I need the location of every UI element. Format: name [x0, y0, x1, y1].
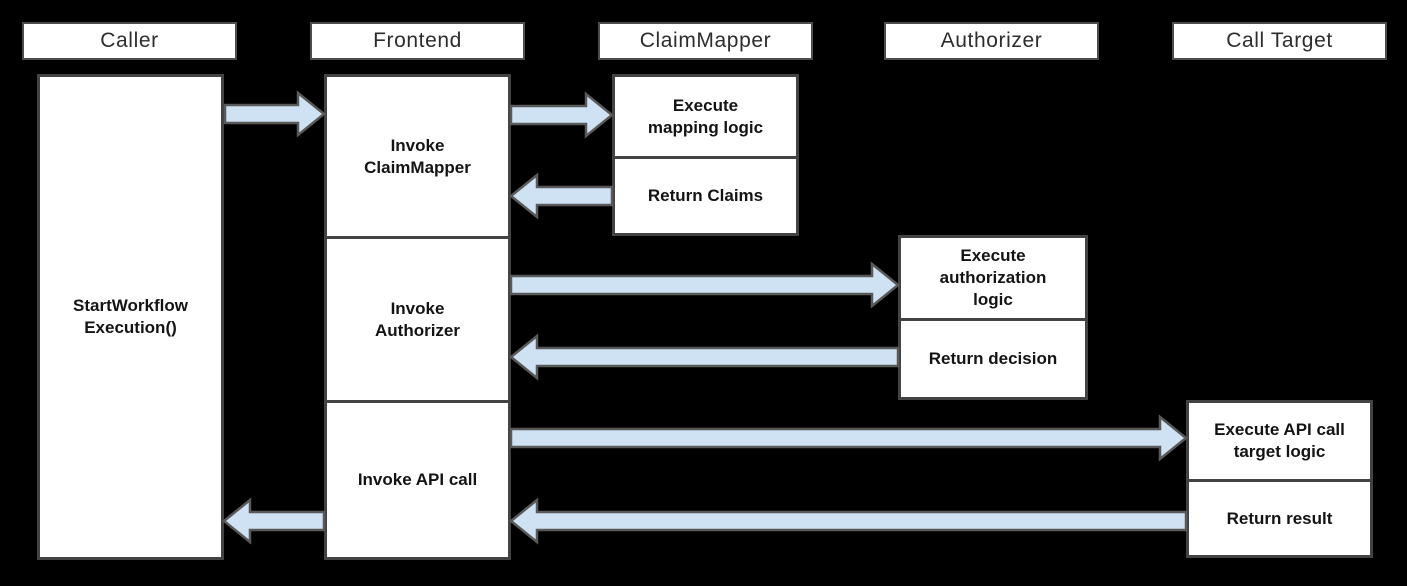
activity-execute-authorization-logic: Execute authorization logic — [939, 246, 1047, 309]
activity-return-decision: Return decision — [901, 318, 1085, 397]
activation-caller: StartWorkflow Execution() — [37, 74, 224, 560]
activity-execute-mapping-logic: Execute mapping logic — [647, 95, 764, 137]
activation-frontend: Invoke ClaimMapper Invoke Authorizer Inv… — [324, 74, 511, 560]
activity-invoke-claimmapper: Invoke ClaimMapper — [364, 135, 471, 177]
lifeline-header-frontend: Frontend — [310, 22, 525, 60]
arrow-authorizer-to-frontend — [509, 333, 900, 381]
activity-return-result: Return result — [1189, 479, 1370, 555]
lifeline-header-caller: Caller — [22, 22, 237, 60]
activity-invoke-authorizer: Invoke Authorizer — [327, 236, 508, 400]
activity-return-claims: Return Claims — [615, 156, 796, 233]
activation-authorizer: Execute authorization logic Return decis… — [898, 235, 1088, 400]
arrow-frontend-to-authorizer — [509, 261, 900, 309]
activity-invoke-api-call: Invoke API call — [327, 400, 508, 557]
lifeline-header-claimmapper: ClaimMapper — [598, 22, 813, 60]
lifeline-header-authorizer: Authorizer — [884, 22, 1099, 60]
arrow-caller-to-frontend — [223, 90, 326, 138]
activity-execute-api-call-target-logic: Execute API call target logic — [1214, 420, 1345, 461]
activation-calltarget: Execute API call target logic Return res… — [1186, 400, 1373, 558]
arrow-calltarget-to-frontend — [509, 497, 1188, 545]
arrow-frontend-to-claimmapper — [509, 91, 614, 139]
arrow-frontend-to-caller — [222, 497, 326, 545]
arrow-frontend-to-calltarget — [509, 414, 1188, 462]
lifeline-header-calltarget: Call Target — [1172, 22, 1387, 60]
arrow-claimmapper-to-frontend — [509, 172, 614, 220]
activation-claimmapper: Execute mapping logic Return Claims — [612, 74, 799, 236]
activity-startworkflowexecution: StartWorkflow Execution() — [73, 296, 188, 337]
